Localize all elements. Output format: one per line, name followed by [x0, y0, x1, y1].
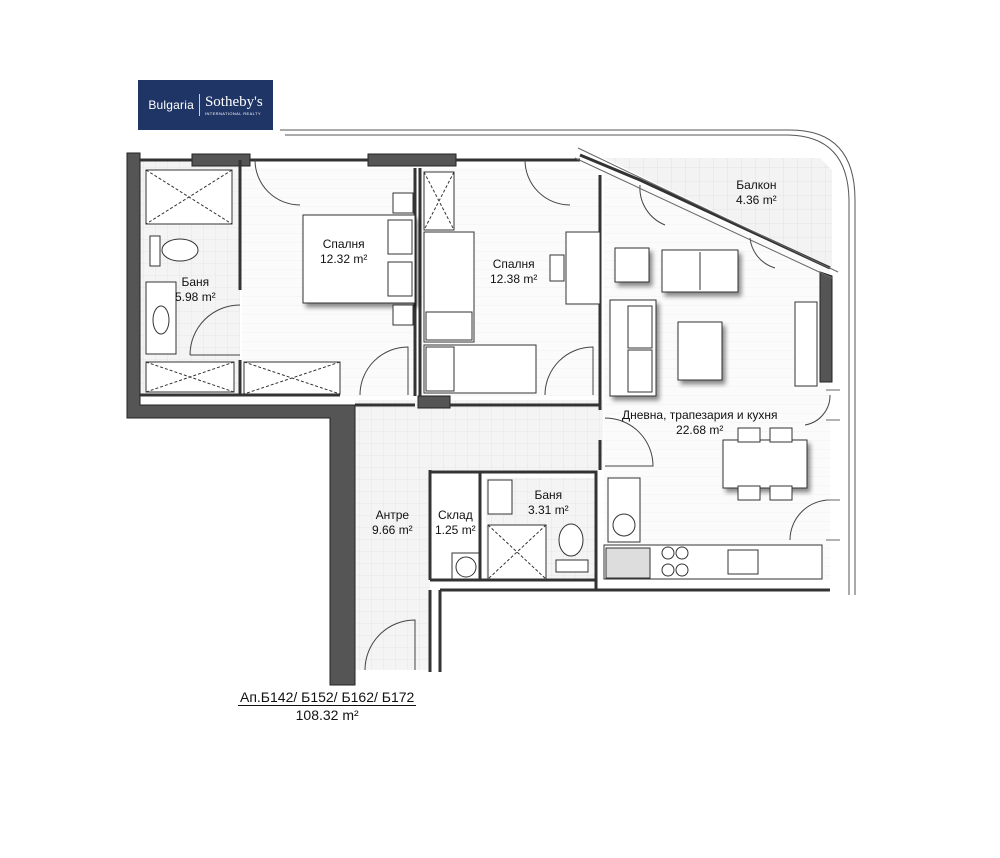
desk-2 [565, 231, 601, 305]
apartment-caption: Ап.Б142/ Б152/ Б162/ Б172 108.32 m² [238, 688, 417, 724]
armchair [614, 247, 650, 283]
room-area: 22.68 m² [676, 423, 724, 437]
room-label-living: Дневна, трапезария и кухня 22.68 m² [622, 408, 777, 438]
apartment-total-area: 108.32 m² [295, 707, 359, 723]
apartment-title: Ап.Б142/ Б152/ Б162/ Б172 [238, 689, 417, 706]
room-name: Антре [375, 508, 410, 522]
room-name: Балкон [736, 178, 777, 192]
room-area: 12.38 m² [490, 272, 538, 286]
room-area: 9.66 m² [372, 523, 413, 537]
sothebys-logo: Bulgaria Sotheby's INTERNATIONAL REALTY [138, 80, 273, 130]
walls [126, 152, 833, 686]
logo-bulgaria: Bulgaria [148, 98, 194, 112]
window-sill-2 [367, 153, 457, 167]
room-label-bed1: Спалня 12.32 m² [320, 237, 367, 267]
logo-tagline: INTERNATIONAL REALTY [204, 110, 261, 116]
exterior-wall-west [126, 152, 356, 686]
room-area: 1.25 m² [435, 523, 476, 537]
floor-balcony [604, 158, 832, 268]
window-frames [574, 147, 840, 541]
toilet-tank-1 [149, 235, 161, 267]
room-area: 12.32 m² [320, 252, 368, 266]
room-label-bath2: Баня 3.31 m² [528, 488, 569, 518]
doors [189, 159, 831, 671]
column [417, 395, 451, 409]
bath1-fixtures [145, 169, 235, 393]
sink-2 [487, 479, 513, 515]
bath2-fixtures [451, 479, 589, 582]
room-label-storage: Склад 1.25 m² [435, 508, 476, 538]
room-area: 3.31 m² [528, 503, 569, 517]
room-label-hall: Антре 9.66 m² [372, 508, 413, 538]
partitions [140, 153, 831, 672]
tv-unit [794, 301, 818, 387]
room-name: Спалня [322, 237, 365, 251]
nightstand-1b [392, 304, 414, 326]
east-column [819, 271, 833, 383]
logo-brand: Sotheby's [204, 93, 263, 110]
logo-separator [198, 94, 200, 116]
chair-2 [549, 254, 565, 282]
floor-hall [355, 400, 603, 470]
room-name: Баня [181, 275, 210, 289]
balcony-railing [280, 129, 856, 595]
coffee-table [677, 321, 723, 381]
room-name: Баня [534, 488, 563, 502]
dining-table [722, 439, 808, 489]
room-label-bath1: Баня 5.98 m² [175, 275, 216, 305]
room-name: Спалня [492, 257, 535, 271]
bed1-furniture [243, 192, 416, 395]
room-name: Дневна, трапезария и кухня [622, 408, 778, 422]
boiler [455, 556, 477, 578]
room-name: Склад [437, 508, 473, 522]
toilet-bowl-1 [161, 238, 199, 262]
nightstand-1a [392, 192, 414, 214]
room-label-bed2: Спалня 12.38 m² [490, 257, 537, 287]
room-area: 5.98 m² [175, 290, 216, 304]
living-furniture [603, 247, 823, 580]
toilet-bowl-2 [558, 523, 584, 557]
bed2-furniture [423, 171, 601, 394]
room-area: 4.36 m² [736, 193, 777, 207]
room-label-balcony: Балкон 4.36 m² [736, 178, 777, 208]
floor-hall2 [355, 470, 430, 670]
